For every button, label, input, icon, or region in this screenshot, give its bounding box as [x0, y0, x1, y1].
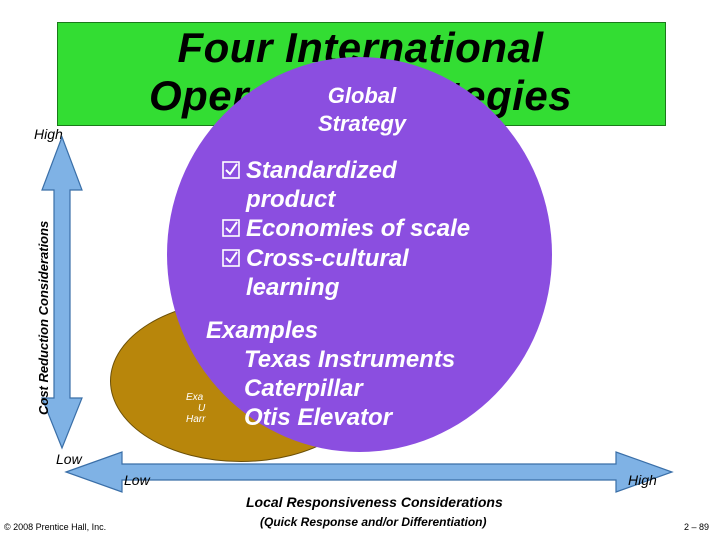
page-number: 2 – 89 — [684, 522, 710, 532]
x-axis-low-label: Low — [124, 472, 150, 488]
check-item-text-cont: product — [246, 186, 336, 213]
checkbox-icon — [222, 244, 246, 302]
check-item: Economies of scale — [222, 214, 470, 244]
background-line-3: Harr — [186, 414, 206, 425]
example-item: Texas Instruments — [244, 346, 456, 373]
check-item: Cross-cultural learning — [222, 244, 470, 302]
examples-heading: Examples — [206, 317, 319, 344]
y-axis-low-label: Low — [56, 451, 82, 467]
global-strategy-bubble — [167, 57, 552, 452]
check-item-text: Cross-cultural — [246, 245, 409, 272]
y-axis-label: Cost Reduction Considerations — [36, 220, 51, 415]
x-axis-high-label: High — [628, 472, 657, 488]
background-line-2: U — [198, 403, 206, 414]
copyright: © 2008 Prentice Hall, Inc. — [4, 522, 107, 532]
example-item: Caterpillar — [244, 375, 363, 402]
example-item: Otis Elevator — [244, 404, 393, 431]
x-axis-arrow — [64, 451, 674, 493]
y-axis-high-label: High — [34, 126, 63, 142]
global-strategy-title: Global Strategy — [300, 82, 424, 138]
checkbox-icon — [222, 156, 246, 214]
check-item-text: Standardized — [246, 157, 397, 184]
x-axis-sublabel: (Quick Response and/or Differentiation) — [260, 515, 487, 529]
global-title-line-1: Global — [327, 83, 397, 108]
global-examples: Examples Texas Instruments Caterpillar O… — [206, 316, 455, 432]
checkbox-icon — [222, 214, 246, 244]
global-title-line-2: Strategy — [317, 111, 407, 136]
x-axis-label: Local Responsiveness Considerations — [246, 494, 503, 510]
check-item-text-cont: learning — [246, 274, 340, 301]
background-line-1: Exa — [186, 392, 204, 403]
global-strategy-checklist: Standardized product Economies of scale … — [222, 156, 470, 302]
check-item-text: Economies of scale — [246, 215, 471, 242]
y-axis-arrow — [41, 135, 83, 450]
check-item: Standardized product — [222, 156, 470, 214]
background-bubble-text: Exa U Harr — [186, 392, 205, 425]
